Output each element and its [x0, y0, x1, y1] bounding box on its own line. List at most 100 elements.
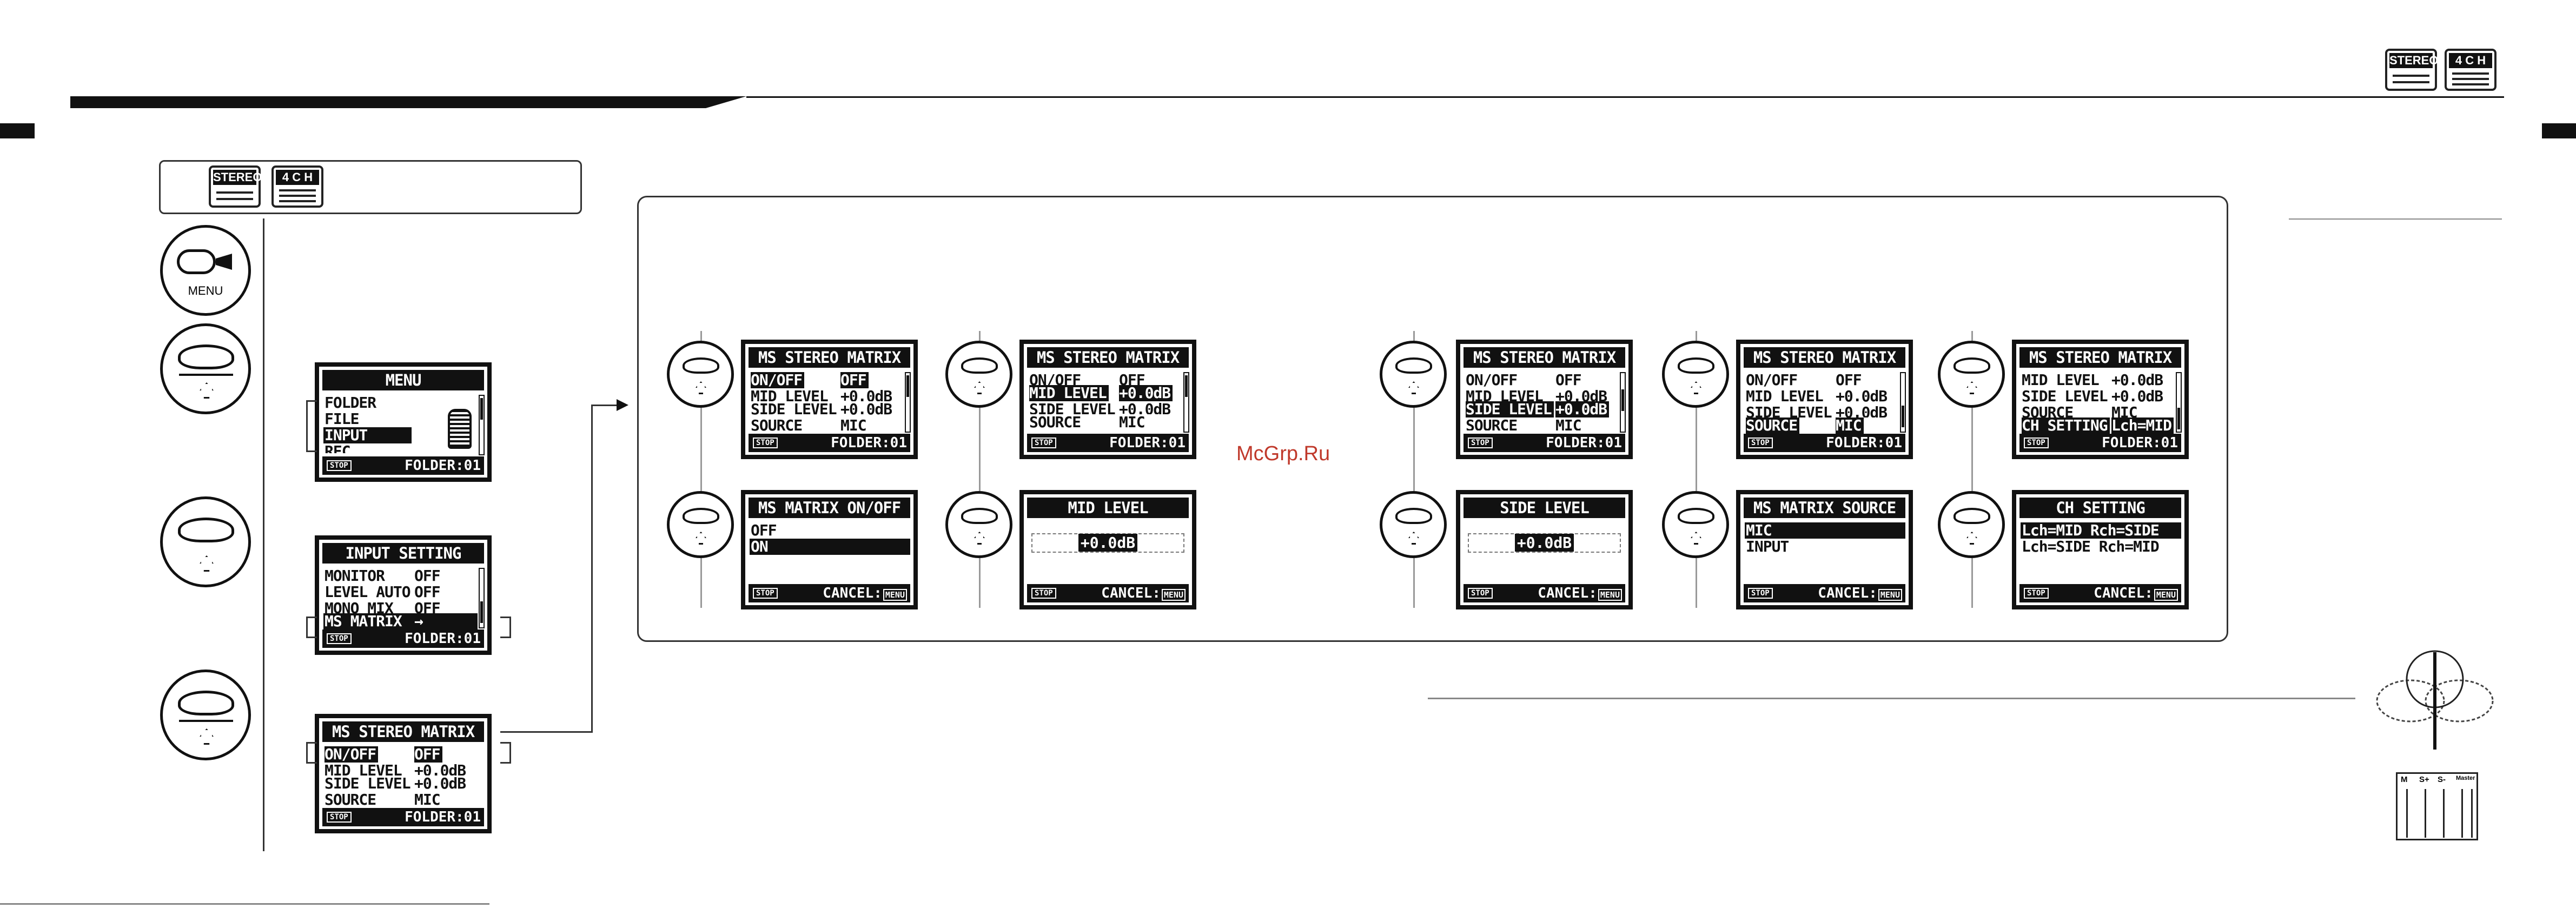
connector-line — [500, 731, 592, 733]
setting-label: SIDE LEVEL — [1746, 405, 1832, 417]
badge-line — [2452, 72, 2489, 75]
setting-row[interactable]: MID LEVEL+0.0dB — [1465, 388, 1619, 401]
menu-button[interactable]: MENU — [160, 225, 251, 316]
dial-knob[interactable] — [160, 496, 251, 587]
dial-knob-small[interactable] — [1938, 341, 2005, 408]
setting-row[interactable]: MID LEVEL+0.0dB — [2021, 372, 2175, 388]
ms-polar-diagram — [2376, 650, 2494, 750]
menu-item[interactable]: REC — [323, 443, 412, 453]
stop-icon: STOP — [327, 812, 352, 823]
dial-icon — [683, 357, 719, 374]
setting-value: → — [414, 612, 423, 630]
arrow-up-icon — [974, 381, 985, 394]
scrollbar[interactable] — [479, 568, 485, 628]
option-row-selected[interactable]: ON — [750, 539, 910, 555]
folder-label: FOLDER:01 — [1546, 435, 1622, 451]
setting-row[interactable]: MID LEVEL+0.0dB — [1745, 388, 1899, 405]
dial-knob[interactable] — [160, 670, 251, 760]
setting-row[interactable]: SIDE LEVEL+0.0dB — [323, 776, 478, 792]
dial-knob-small[interactable] — [667, 491, 734, 558]
option-row[interactable]: Lch=SIDE Rch=MID — [2021, 539, 2181, 555]
setting-row-selected[interactable]: MS MATRIX→ — [323, 613, 478, 629]
connector-line — [591, 405, 617, 406]
setting-value: MIC — [1836, 417, 1864, 434]
setting-row-selected[interactable]: SIDE LEVEL+0.0dB — [1465, 401, 1619, 417]
setting-label: SOURCE — [751, 416, 803, 434]
selection-bracket — [306, 400, 317, 452]
dial-knob-small[interactable] — [1380, 341, 1447, 408]
setting-row-selected[interactable]: MID LEVEL+0.0dB — [1028, 385, 1182, 401]
setting-row[interactable]: SIDE LEVEL+0.0dB — [2021, 388, 2175, 405]
dial-knob-small[interactable] — [945, 491, 1012, 558]
dial-icon — [961, 357, 998, 374]
setting-value: OFF — [414, 600, 441, 613]
scrollbar[interactable] — [1183, 372, 1189, 433]
option-row-selected[interactable]: Lch=MID Rch=SIDE — [2021, 522, 2181, 539]
arrow-up-icon — [1408, 381, 1419, 394]
badge-line — [279, 195, 316, 197]
scrollbar[interactable] — [1900, 372, 1906, 433]
mode-box — [159, 160, 582, 214]
dial-knob-small[interactable] — [945, 341, 1012, 408]
option-row[interactable]: INPUT — [1745, 539, 1905, 555]
dial-knob-small[interactable] — [1662, 491, 1729, 558]
setting-row[interactable]: MID LEVEL+0.0dB — [323, 763, 478, 776]
dial-knob[interactable] — [160, 323, 251, 414]
level-value-box[interactable]: +0.0dB — [1031, 533, 1184, 553]
scrollbar[interactable] — [1620, 372, 1626, 433]
arrow-up-icon — [1691, 381, 1701, 394]
setting-row[interactable]: SIDE LEVEL+0.0dB — [1745, 405, 1899, 417]
dial-knob-small[interactable] — [1938, 491, 2005, 558]
scrollbar[interactable] — [479, 395, 485, 455]
mixer-label-m: M — [2401, 775, 2408, 784]
stop-icon: STOP — [1031, 588, 1056, 599]
lcd-title: MS STEREO MATRIX — [2019, 347, 2181, 368]
menu-item[interactable]: FILE — [323, 411, 412, 427]
folder-label: FOLDER:01 — [831, 435, 907, 451]
level-value-box[interactable]: +0.0dB — [1468, 533, 1621, 553]
menu-item-selected[interactable]: INPUT — [323, 427, 412, 443]
fader-track — [2406, 789, 2408, 838]
option-row[interactable]: OFF — [750, 522, 910, 539]
option-row-selected[interactable]: MIC — [1745, 522, 1905, 539]
scrollbar[interactable] — [905, 372, 911, 433]
scrollbar[interactable] — [2176, 372, 2182, 433]
dial-knob-small[interactable] — [1380, 491, 1447, 558]
setting-row[interactable]: SIDE LEVEL+0.0dB — [1028, 401, 1182, 414]
lcd-title: MS STEREO MATRIX — [1744, 347, 1905, 368]
setting-value: +0.0dB — [2111, 371, 2163, 389]
arrow-up-icon — [200, 382, 214, 399]
setting-row[interactable]: MID LEVEL+0.0dB — [750, 388, 904, 401]
setting-value: Lch=MID — [2111, 417, 2174, 434]
cancel-label-text: CANCEL: — [2094, 585, 2153, 601]
dial-knob-small[interactable] — [667, 341, 734, 408]
setting-row[interactable]: SIDE LEVEL+0.0dB — [750, 401, 904, 417]
dial-knob-small[interactable] — [1662, 341, 1729, 408]
option-label: Lch=SIDE Rch=MID — [2022, 538, 2160, 555]
menu-item-label: REC — [325, 443, 351, 453]
menu-item[interactable]: FOLDER — [323, 395, 412, 411]
setting-label: ON/OFF — [1746, 371, 1798, 389]
